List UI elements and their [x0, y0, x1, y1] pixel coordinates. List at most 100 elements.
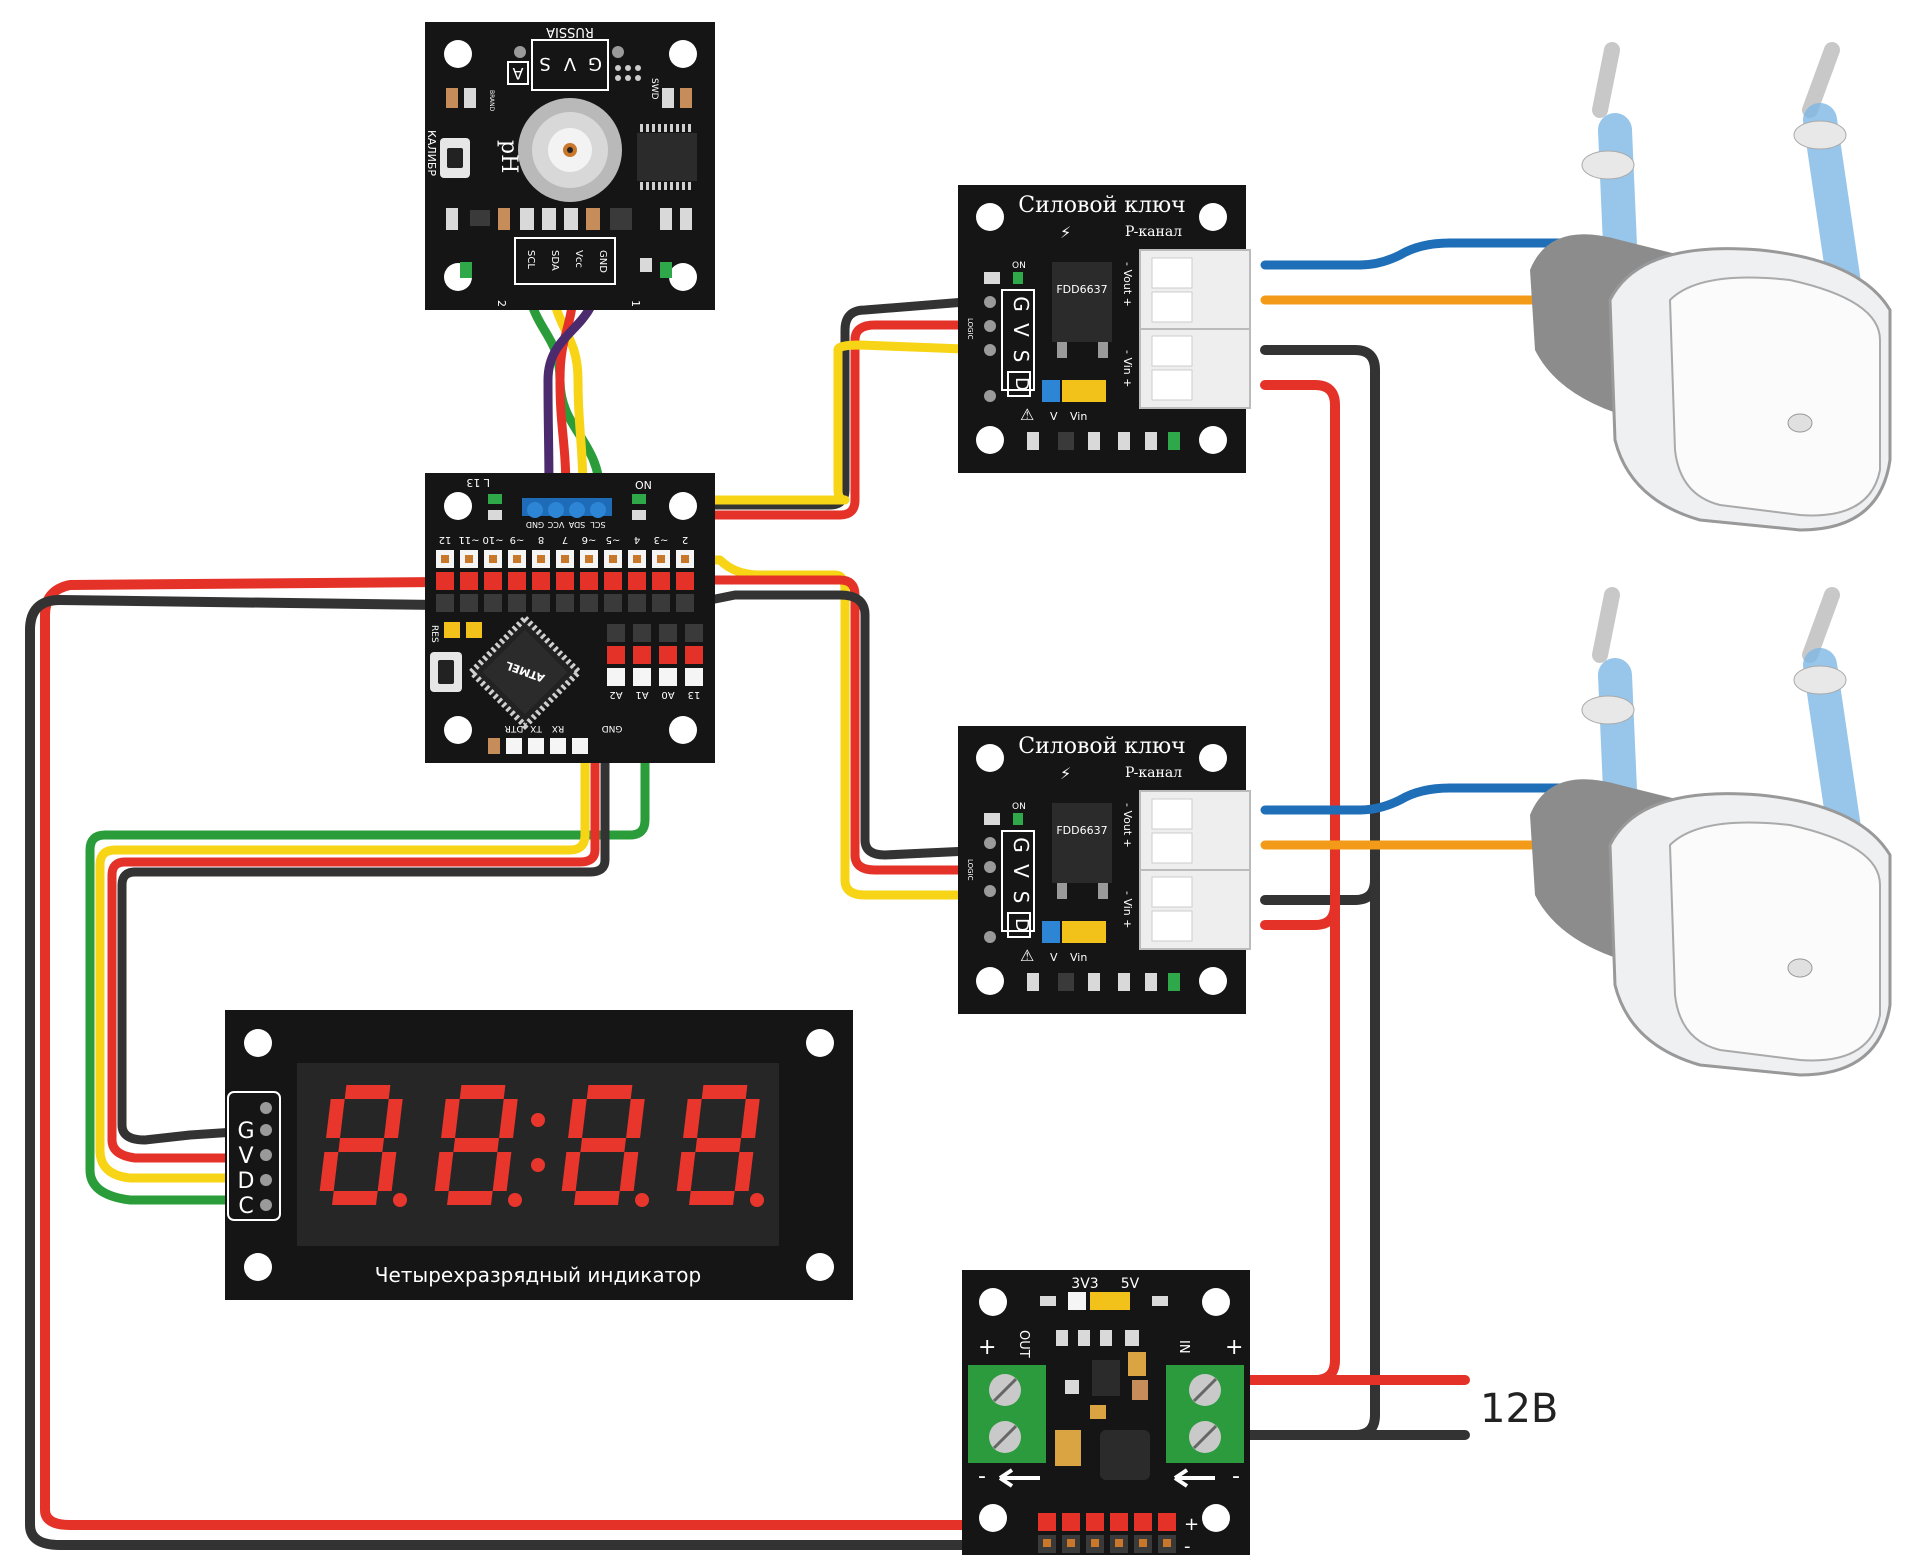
mount-hole [444, 716, 472, 744]
svg-text:8: 8 [538, 534, 544, 545]
warning-icon: ⚠ [1020, 946, 1034, 965]
mosfet-chip [1052, 803, 1112, 883]
svg-text:4: 4 [634, 534, 640, 545]
segment [574, 1191, 620, 1205]
mount-hole [806, 1029, 834, 1057]
segment [344, 1085, 391, 1099]
wire-sw1-black [665, 295, 995, 540]
voltage-regulator: 3V3 5V OUT IN + + - - [962, 1270, 1250, 1555]
switch-icon: ⚡ [1060, 764, 1071, 783]
segment [741, 1099, 760, 1138]
i2c-pin-label: SDA [568, 520, 585, 529]
voltage-option: 5V [1121, 1276, 1140, 1292]
uart-pin-label: DTR [505, 723, 524, 733]
wire-i2c-yellow [547, 270, 588, 500]
voltage-jumper[interactable] [1090, 1292, 1130, 1310]
mount-hole [976, 203, 1004, 231]
colon-dot [531, 1158, 545, 1172]
wire-i2c-purple [543, 270, 603, 500]
display-pin-label: G [237, 1119, 254, 1144]
wire-disp-red [107, 555, 600, 1163]
pad [612, 46, 624, 58]
analog-pin-label: A1 [635, 689, 648, 700]
switch-subtitle: P-канал [1125, 224, 1182, 240]
wire-bus-red [1235, 900, 1340, 1385]
pad [514, 46, 526, 58]
mount-hole [806, 1253, 834, 1281]
wire-sw1-red [685, 320, 995, 545]
i2c-pin-label: SCL [590, 520, 606, 529]
segment [586, 1085, 633, 1099]
switch-subtitle: P-канал [1125, 765, 1182, 781]
out-plus: + [978, 1335, 996, 1360]
in-minus: - [1232, 1464, 1240, 1489]
mount-hole [669, 40, 697, 68]
header-plus: + [1184, 1514, 1199, 1535]
i2c-pin-label: Vcc [573, 250, 584, 268]
arrow-left-icon [998, 1468, 1040, 1488]
segment [326, 1099, 345, 1138]
svg-text:7: 7 [562, 534, 568, 545]
segment [332, 1191, 378, 1205]
wire-power-red [40, 577, 1060, 1530]
mount-hole [979, 1504, 1007, 1532]
mount-hole [976, 744, 1004, 772]
segment [683, 1099, 702, 1138]
header-pin-label: V [563, 53, 576, 74]
segment [434, 1152, 454, 1191]
display-pin-label: C [238, 1194, 253, 1219]
i2c-pin-label: SDA [549, 250, 560, 271]
pin-label: V [1009, 864, 1033, 878]
pin-label: S [1009, 350, 1033, 363]
mount-hole [669, 716, 697, 744]
segment [568, 1099, 587, 1138]
gvs-header [1001, 289, 1035, 391]
i2c-pin-label: SCL [525, 250, 536, 269]
mount-hole [1202, 1288, 1230, 1316]
wire-sw2-yellow [685, 555, 995, 900]
segment [384, 1099, 403, 1138]
segment [561, 1152, 581, 1191]
switch-icon: ⚡ [1060, 223, 1071, 242]
wire-bus-black [1235, 875, 1380, 1440]
calibrate-label: КАЛИБР [425, 130, 438, 176]
on-label: ON [1012, 802, 1026, 812]
header-outline [531, 39, 609, 91]
mount-hole [976, 426, 1004, 454]
segment [676, 1152, 696, 1191]
svg-text:~10: ~10 [482, 534, 503, 545]
wire-sw1-yellow [675, 340, 995, 550]
jumper-label: V [1050, 951, 1058, 964]
wire-pump2-blue [1260, 783, 1575, 815]
mount-hole [244, 1029, 272, 1057]
pin-label: G [1009, 296, 1033, 312]
side-label: LOGIC [966, 859, 974, 881]
svg-text:~6: ~6 [582, 534, 597, 545]
segment [319, 1152, 339, 1191]
segment [447, 1191, 493, 1205]
segment [626, 1099, 645, 1138]
decimal-point [508, 1193, 522, 1207]
power-switch-1: Силовой ключ ⚡ P-канал ON FDD6637 G V S … [958, 185, 1251, 473]
mount-hole [1202, 1504, 1230, 1532]
pump-2 [1530, 587, 1892, 1077]
svg-text:~3: ~3 [654, 534, 669, 545]
segment [338, 1138, 385, 1152]
side-label: LOGIC [966, 318, 974, 340]
vout-label: - Vout + [1121, 803, 1134, 848]
mount-hole [244, 1253, 272, 1281]
wire-power-black [25, 595, 1060, 1550]
analog-pin-label: A0 [661, 689, 674, 700]
pump-tube-fitting [1802, 42, 1840, 118]
pump-tube-fitting [1802, 587, 1840, 663]
display-caption: Четырехразрядный индикатор [375, 1263, 701, 1287]
pin-rows [436, 550, 694, 612]
gvs-header [1001, 830, 1035, 932]
vout-label: - Vout + [1121, 262, 1134, 307]
svg-text:~9: ~9 [510, 534, 525, 545]
led-label: ON [635, 479, 652, 492]
pin-label: D [1011, 918, 1032, 932]
voltage-option: 3V3 [1071, 1276, 1098, 1292]
segment [453, 1138, 500, 1152]
mount-hole [1199, 744, 1227, 772]
